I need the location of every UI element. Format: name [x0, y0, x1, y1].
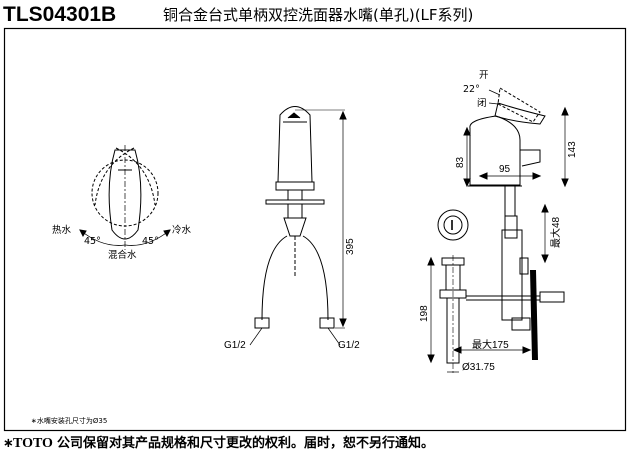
- footnote: ∗水嘴安装孔尺寸为Ø35: [31, 416, 107, 425]
- inlet-right-leader: [327, 327, 341, 346]
- dim-95-arrow-left: [478, 172, 488, 180]
- side-clip: [519, 257, 529, 275]
- front-handle-cap: [287, 112, 301, 119]
- open-label: 开: [479, 70, 489, 81]
- top-view: [79, 145, 171, 250]
- front-view: [249, 106, 347, 346]
- side-shank: [504, 185, 516, 217]
- dim-143-arrow-bottom: [561, 178, 569, 188]
- front-mount-plate: [265, 199, 325, 205]
- open-handle-outline: [497, 87, 541, 123]
- dim-95: 95: [499, 164, 511, 175]
- side-inlet-nut: [511, 317, 531, 331]
- dim-198-arrow-bottom: [427, 354, 435, 364]
- dim-198: 198: [419, 305, 430, 322]
- dim-395-arrow-top: [339, 110, 347, 120]
- dim-143: 143: [567, 141, 578, 158]
- cold-water-label: 冷水: [172, 224, 192, 236]
- side-view: [427, 87, 569, 375]
- front-nut: [287, 203, 303, 219]
- cold-swing-outline: [115, 147, 156, 206]
- dim-395: 395: [345, 238, 356, 255]
- dim-395-arrow-bottom: [339, 318, 347, 328]
- inlet-left-label: G1/2: [224, 340, 246, 351]
- pull-rod-end: [539, 291, 565, 303]
- mixed-water-label: 混合水: [108, 249, 137, 261]
- dim-max48-arrow-bottom: [541, 254, 549, 264]
- side-body: [469, 115, 521, 186]
- dim-83-arrow-bottom: [463, 178, 471, 188]
- front-body: [277, 106, 313, 183]
- side-spout: [520, 149, 541, 167]
- inlet-right-label: G1/2: [338, 340, 360, 351]
- front-shank: [287, 189, 303, 201]
- front-connector: [283, 217, 307, 237]
- dim-83-arrow-top: [463, 126, 471, 136]
- dim-max175-arrow-left: [452, 346, 462, 354]
- dim-83: 83: [455, 156, 466, 168]
- arrow-cold: [163, 229, 171, 238]
- model-number: TLS04301B: [3, 3, 116, 26]
- drain-cap-inner: [443, 215, 463, 235]
- hot-swing-outline: [94, 147, 135, 206]
- toto-brand: TOTO: [13, 436, 53, 451]
- hose-left: [261, 235, 288, 321]
- dim-143-arrow-top: [561, 106, 569, 116]
- dim-95-arrow-right: [532, 172, 542, 180]
- angle-right-label: 45°: [142, 236, 159, 247]
- drawing-frame: [3, 27, 627, 432]
- angle-22-label: 22°: [463, 84, 480, 95]
- hose-side: [530, 270, 538, 360]
- mount-nut: [504, 215, 518, 239]
- mount-rod: [501, 229, 523, 321]
- product-title: 铜合金台式单柄双控洗面器水嘴(单孔)(LF系列): [163, 6, 473, 24]
- drain-cap-outer: [437, 209, 469, 241]
- dim-max48-arrow-top: [541, 203, 549, 213]
- close-leader: [488, 102, 499, 105]
- footer-disclaimer: 公司保留对其产品规格和尺寸更改的权利。届时，恕不另行通知。: [57, 435, 434, 451]
- footer-asterisk: ∗: [3, 436, 14, 451]
- arrow-hot: [79, 229, 87, 238]
- top-view-handle: [108, 149, 142, 240]
- dim-max175-arrow-right: [522, 346, 532, 354]
- hose-right: [302, 235, 329, 321]
- dim-max48: 最大48: [549, 216, 562, 248]
- handle: [494, 102, 546, 125]
- dim-198-arrow-top: [427, 256, 435, 266]
- open-leader: [488, 89, 501, 96]
- dim-diameter: Ø31.75: [462, 362, 495, 373]
- inlet-left-leader: [249, 327, 263, 346]
- inlet-right-nut: [319, 317, 335, 329]
- angle-left-label: 45°: [84, 236, 101, 247]
- dim-max175: 最大175: [472, 338, 509, 351]
- hot-water-label: 热水: [52, 224, 72, 236]
- close-label: 闭: [477, 97, 487, 109]
- front-base-plate: [275, 181, 315, 191]
